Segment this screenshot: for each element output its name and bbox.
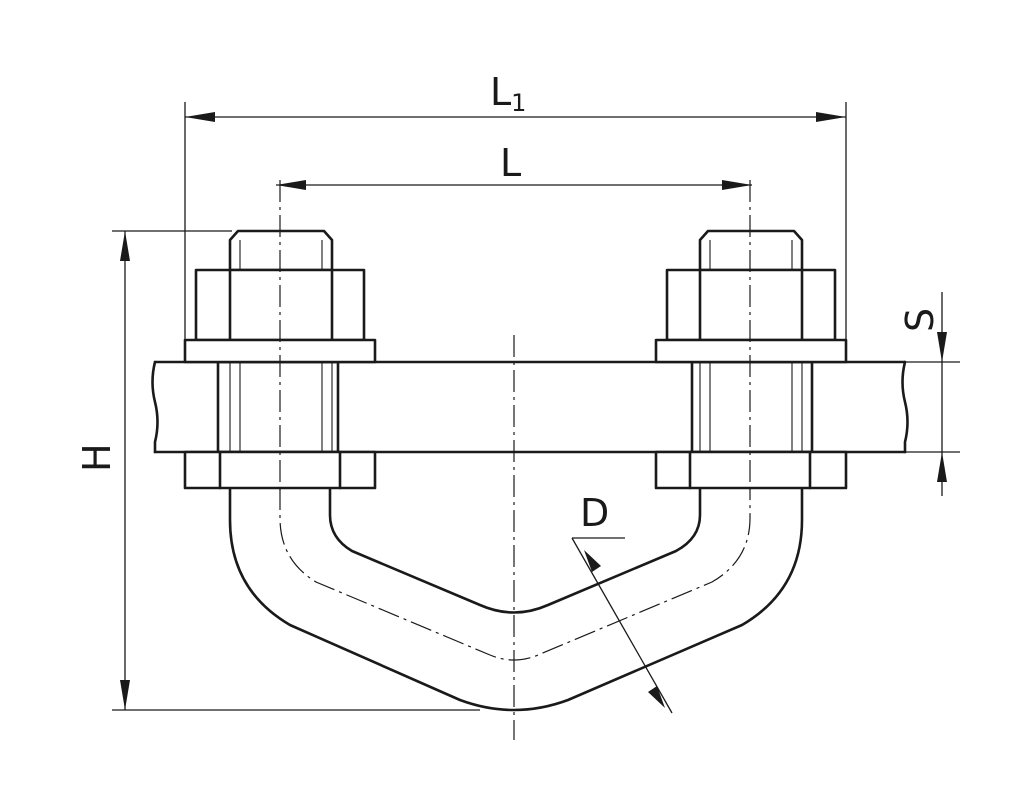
- dimension-label-l: L: [500, 141, 521, 185]
- dimension-l1: L1: [184, 70, 847, 340]
- plate-break-right: [901, 360, 909, 454]
- u-bolt-centerline: [279, 488, 751, 661]
- right-thread-end: [698, 229, 804, 272]
- right-lower-nut: [654, 450, 848, 490]
- center-lines: [279, 180, 751, 740]
- plate: [151, 360, 909, 454]
- dimension-d: D: [571, 491, 673, 714]
- u-bolt-inner-contour: [328, 486, 702, 614]
- dimension-label-l1: L1: [490, 70, 526, 117]
- dimension-label-d: D: [580, 491, 609, 535]
- dimension-h: H: [75, 230, 480, 711]
- right-bolt-assembly: [654, 229, 848, 490]
- u-bolt-body: [228, 486, 804, 712]
- dimension-label-h: H: [75, 443, 119, 472]
- dimension-s: S: [898, 292, 960, 496]
- u-bolt-outer-contour: [228, 486, 804, 712]
- dimension-l: L: [276, 141, 752, 190]
- right-hex-nut: [665, 268, 837, 342]
- dimension-label-s: S: [898, 308, 942, 332]
- left-thread-end: [228, 229, 334, 272]
- plate-break-left: [151, 360, 159, 454]
- right-washer-top: [654, 338, 848, 364]
